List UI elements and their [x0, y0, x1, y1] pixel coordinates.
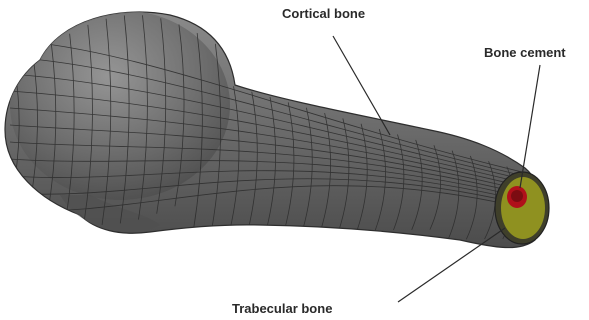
- cement-leader-line: [520, 65, 540, 188]
- bone-cement-label: Bone cement: [484, 45, 566, 60]
- trabecular-core: [501, 177, 545, 239]
- cross-section: [495, 172, 549, 244]
- cortical-bone-label: Cortical bone: [282, 6, 365, 21]
- trabecular-bone-label: Trabecular bone: [232, 301, 332, 316]
